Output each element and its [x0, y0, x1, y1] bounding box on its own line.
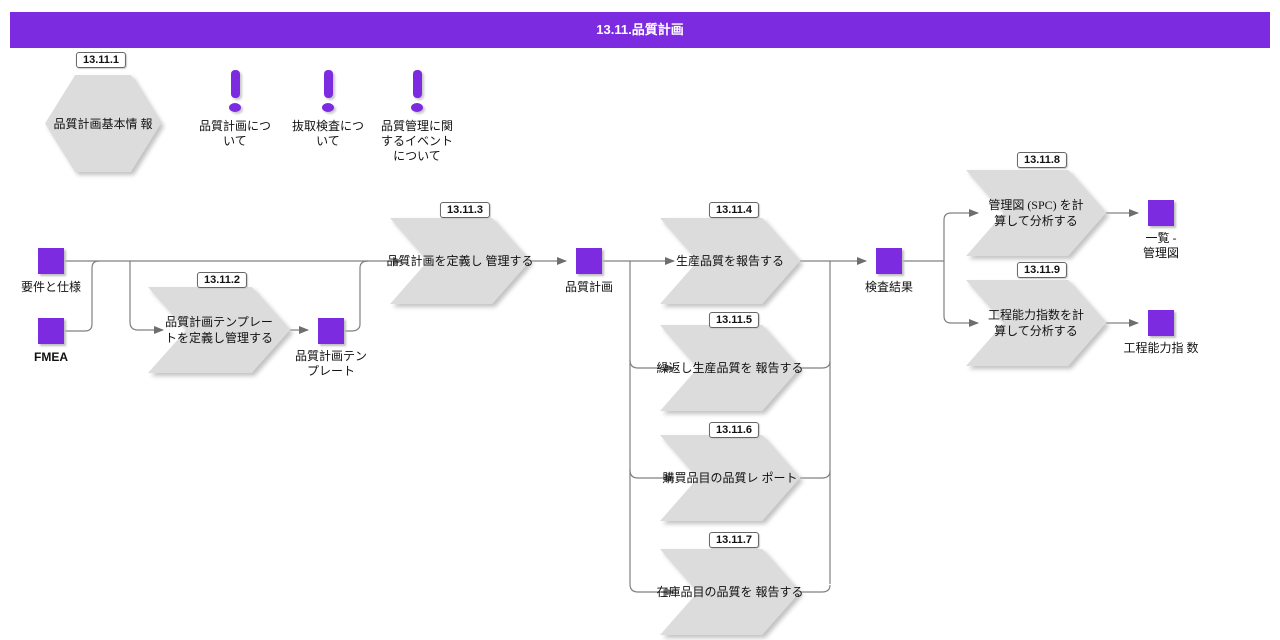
- chevron-shape: [966, 280, 1106, 366]
- chevron-shape: [390, 218, 530, 304]
- hexagon-node-quality-plan-basic-info[interactable]: 品質計画基本情 報: [45, 75, 161, 172]
- event-label: 品質管理に関 するイベント について: [380, 119, 453, 163]
- artifact-label: 工程能力指 数: [1123, 341, 1199, 355]
- process-label: 在庫品目の品質を 報告する: [656, 585, 804, 599]
- artifact-node-requirements-and-specs[interactable]: [38, 248, 64, 274]
- process-node-calculate-spc-chart[interactable]: 管理図 (SPC) を計 算して分析する: [966, 170, 1106, 256]
- chevron-shape: [660, 218, 800, 304]
- connector: [800, 584, 831, 593]
- artifact-label: 一覧 - 管理図: [1142, 231, 1179, 260]
- connector: [800, 470, 831, 479]
- node-id-13-11-8: 13.11.8: [1016, 152, 1068, 168]
- diagram-title: 13.11.品質計画: [10, 12, 1270, 48]
- artifact-node-control-chart-list[interactable]: [1148, 200, 1174, 226]
- connector: [344, 260, 369, 332]
- chevron-shape: [660, 435, 800, 521]
- connector: [629, 261, 675, 596]
- process-label: 生産品質を報告する: [675, 254, 784, 268]
- artifact-label: FMEA: [34, 350, 68, 364]
- artifact-node-inspection-results[interactable]: [876, 248, 902, 274]
- connector: [629, 359, 675, 372]
- artifact-node-quality-plan-template[interactable]: [318, 318, 344, 344]
- node-id-13-11-1: 13.11.1: [75, 52, 127, 68]
- artifact-label: 品質計画テン プレート: [294, 349, 367, 378]
- node-id-13-11-3: 13.11.3: [439, 202, 491, 218]
- process-label: 繰返し生産品質を 報告する: [656, 361, 804, 375]
- event-label: 品質計画につ いて: [198, 119, 271, 148]
- process-node-purchased-item-quality-report[interactable]: 購買品目の品質レ ポート: [660, 435, 800, 521]
- chevron-shape: [148, 287, 290, 373]
- exclamation-icon: [175, 70, 295, 112]
- process-node-report-stock-item-quality[interactable]: 在庫品目の品質を 報告する: [656, 549, 804, 635]
- node-id-13-11-2: 13.11.2: [196, 272, 248, 288]
- node-id-13-11-5: 13.11.5: [708, 312, 760, 328]
- artifact-label: 要件と仕様: [20, 280, 81, 294]
- process-node-report-production-quality[interactable]: 生産品質を報告する: [660, 218, 800, 304]
- artifact-node-fmea[interactable]: [38, 318, 64, 344]
- artifact-label: 品質計画: [564, 280, 613, 294]
- node-id-13-11-6: 13.11.6: [708, 422, 760, 438]
- process-label: 管理図 (SPC) を計 算して分析する: [988, 198, 1084, 228]
- artifact-node-process-capability-index[interactable]: [1148, 310, 1174, 336]
- process-label: 購買品目の品質レ ポート: [662, 471, 798, 485]
- process-label: 工程能力指数を計 算して分析する: [987, 308, 1084, 338]
- process-label: 品質計画テンプレー トを定義し管理する: [164, 315, 273, 345]
- artifact-node-quality-plan[interactable]: [576, 248, 602, 274]
- exclamation-icon: [268, 70, 388, 112]
- hexagon-label: 品質計画基本情 報: [53, 116, 153, 131]
- event-node-about-quality-management-events[interactable]: 品質管理に関 するイベント について: [357, 70, 477, 164]
- node-id-13-11-7: 13.11.7: [708, 532, 760, 548]
- node-id-13-11-9: 13.11.9: [1016, 262, 1068, 278]
- process-node-define-quality-plan[interactable]: 品質計画を定義し 管理する: [386, 218, 534, 304]
- process-label: 品質計画を定義し 管理する: [386, 254, 534, 268]
- connector: [629, 469, 675, 482]
- connector: [64, 260, 100, 332]
- exclamation-icon: [357, 70, 477, 112]
- chevron-shape: [660, 325, 800, 411]
- artifact-label: 検査結果: [864, 280, 913, 294]
- event-label: 抜取検査につ いて: [291, 119, 364, 148]
- event-node-about-quality-plan[interactable]: 品質計画につ いて: [175, 70, 295, 149]
- process-node-report-repetitive-production-quality[interactable]: 繰返し生産品質を 報告する: [656, 325, 804, 411]
- chevron-shape: [660, 549, 800, 635]
- node-id-13-11-4: 13.11.4: [708, 202, 760, 218]
- process-node-define-quality-plan-template[interactable]: 品質計画テンプレー トを定義し管理する: [148, 287, 290, 373]
- connector: [943, 209, 979, 261]
- connector: [800, 360, 831, 369]
- connector: [129, 261, 164, 334]
- chevron-shape: [966, 170, 1106, 256]
- event-node-about-sampling-inspection[interactable]: 抜取検査につ いて: [268, 70, 388, 149]
- hexagon-shape: [45, 75, 161, 172]
- connector: [943, 261, 979, 327]
- process-node-calculate-process-capability[interactable]: 工程能力指数を計 算して分析する: [966, 280, 1106, 366]
